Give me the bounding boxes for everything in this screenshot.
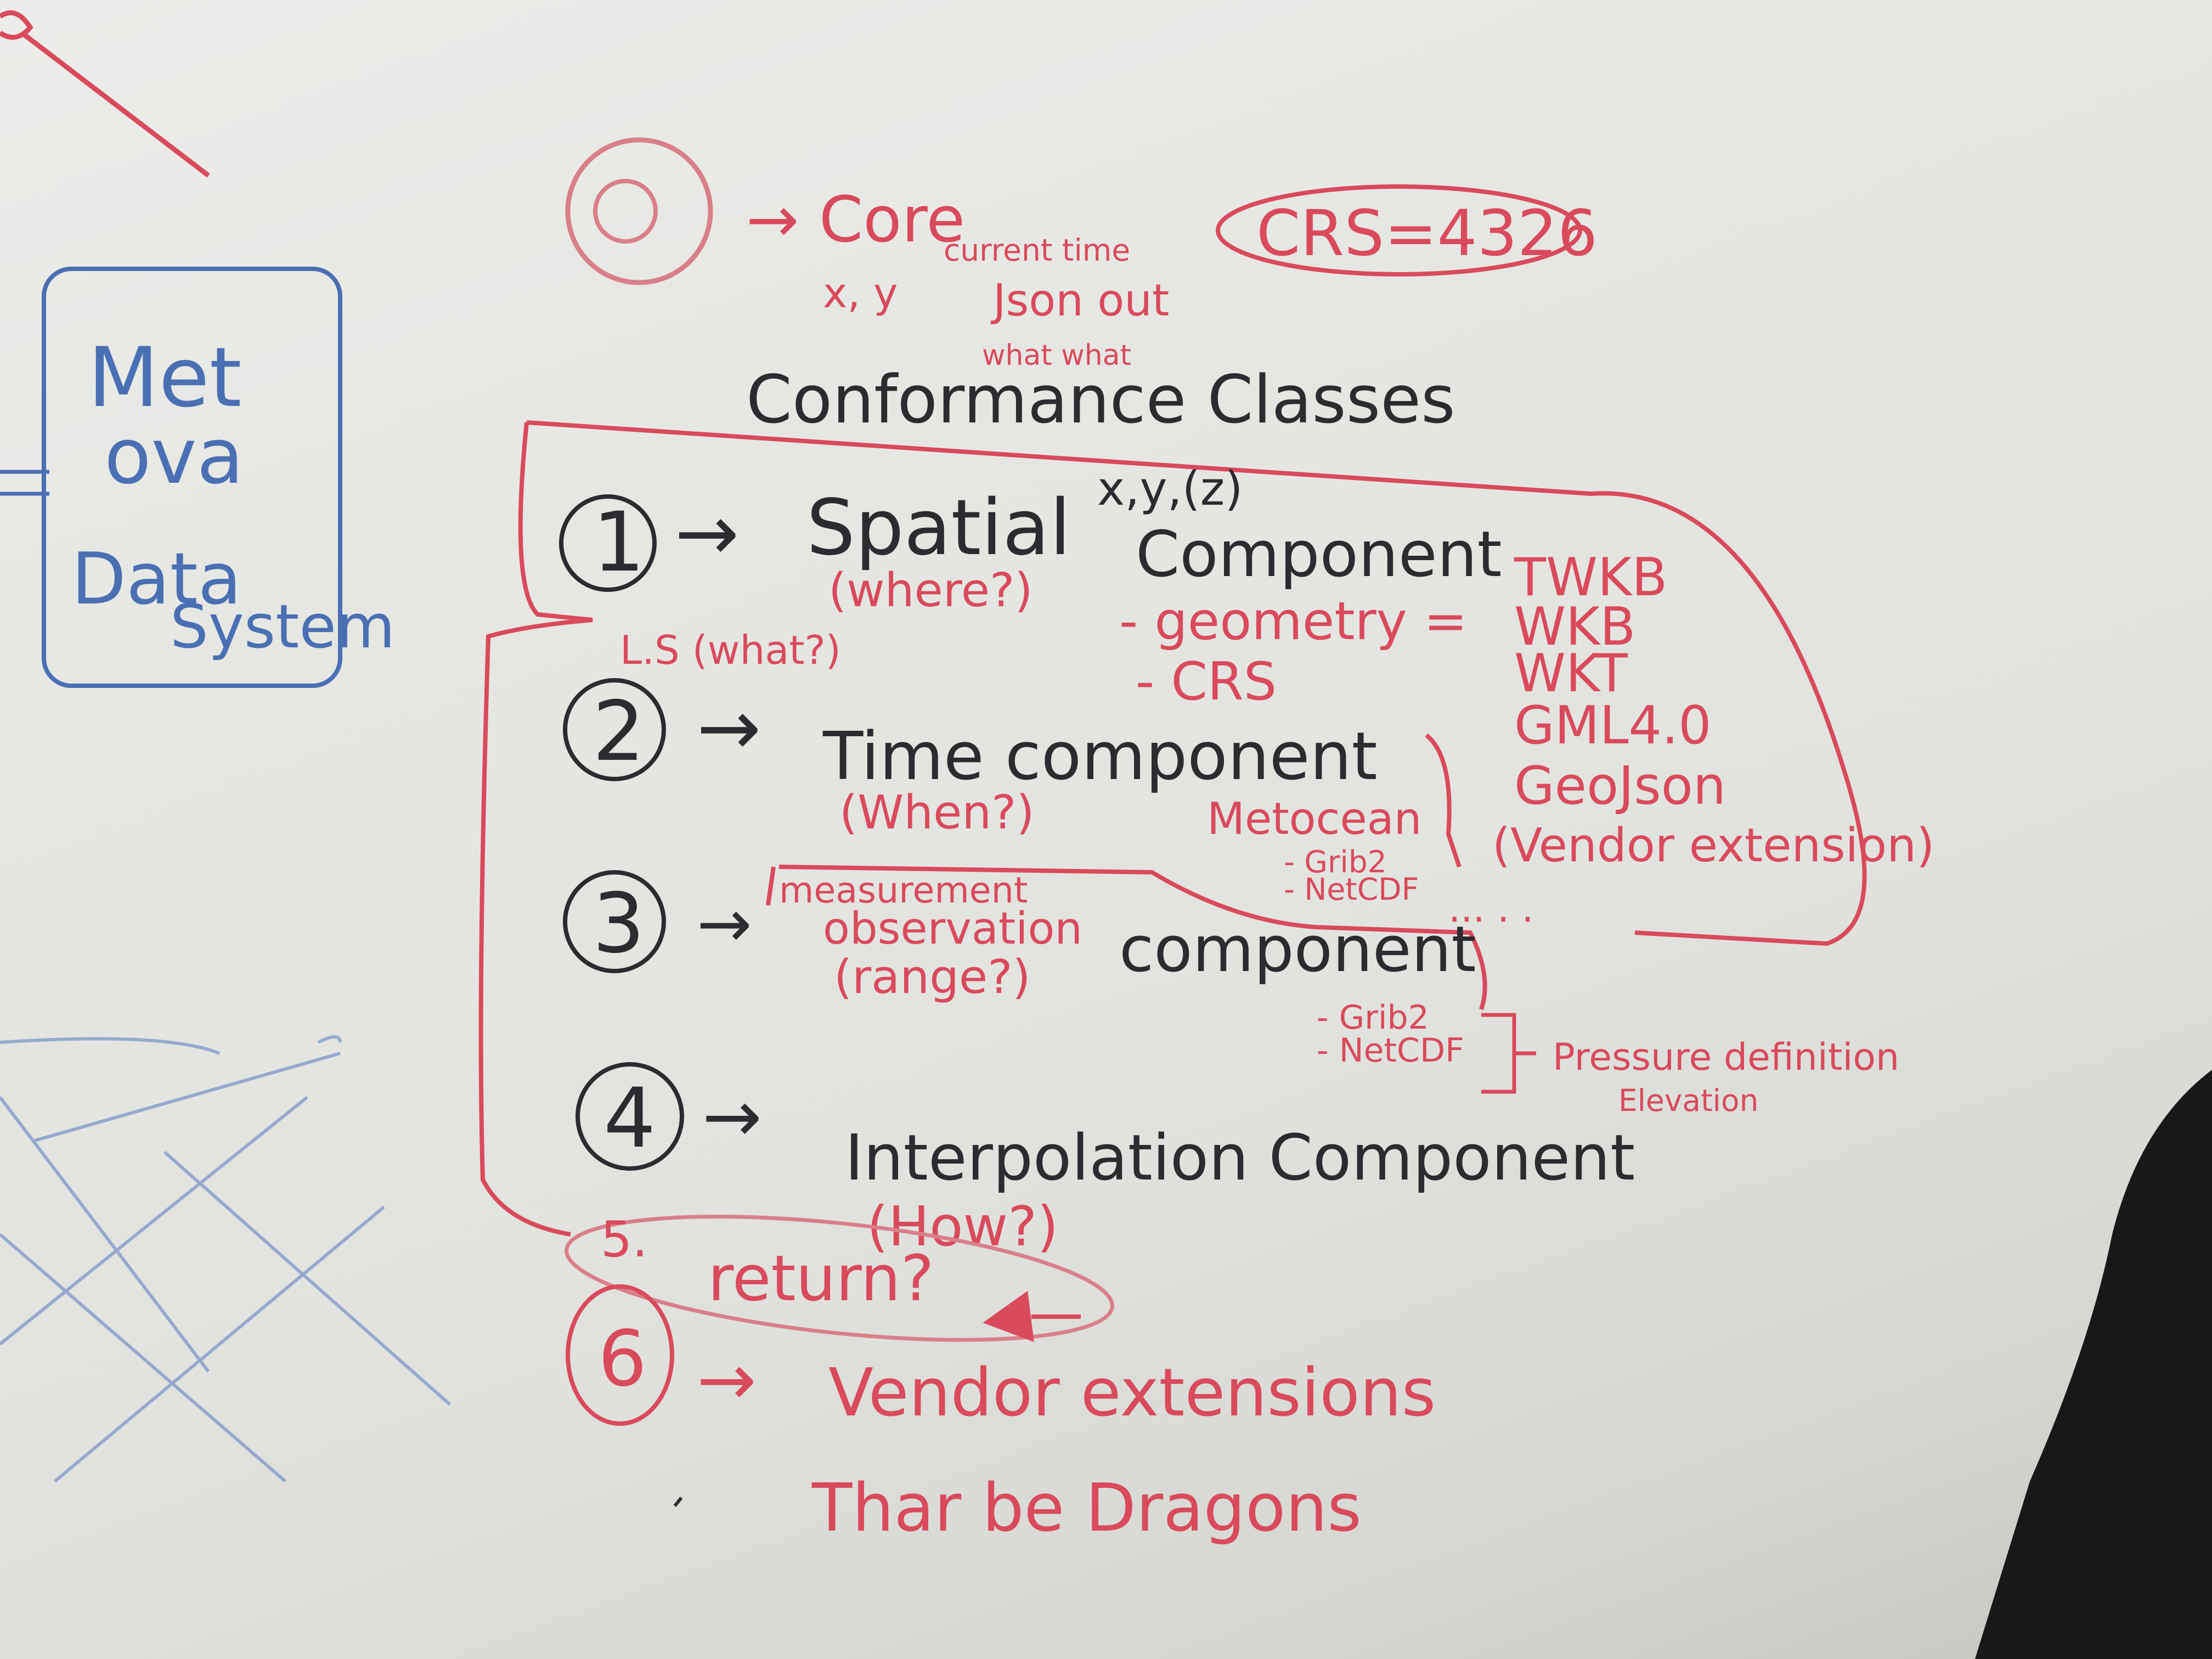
item-5-number: 5. bbox=[601, 1211, 648, 1268]
item-1-xyz: x,y,(z) bbox=[1097, 462, 1243, 516]
format-twkb: TWKB bbox=[1514, 548, 1667, 608]
item-0-circle-outer bbox=[565, 137, 713, 285]
box-line-3: Data bbox=[71, 537, 241, 620]
item-2-netcdf: - NetCDF bbox=[1284, 872, 1419, 907]
blue-sketch-lines bbox=[0, 1035, 451, 1483]
item-3-component: component bbox=[1119, 913, 1476, 986]
item-4-label: Interpolation Component bbox=[845, 1121, 1635, 1195]
item-6-number: 6 bbox=[598, 1314, 647, 1404]
item-3-circle bbox=[563, 870, 666, 973]
item-3-grib2: - Grib2 bbox=[1317, 998, 1429, 1037]
item-2-metocean: Metocean bbox=[1207, 793, 1421, 844]
item-1-question: (where?) bbox=[828, 563, 1033, 618]
item-6: 6 → Vendor extensions Thar be Dragons bbox=[566, 1284, 1436, 1547]
item-1-geometry: - geometry = bbox=[1119, 591, 1468, 652]
item-1-label: Spatial bbox=[806, 483, 1071, 573]
format-wkt: WKT bbox=[1514, 644, 1628, 704]
item-3-elevation-note: Elevation bbox=[1618, 1083, 1758, 1118]
item-3-pressure-note: Pressure definition bbox=[1553, 1036, 1899, 1079]
item-2-circle bbox=[563, 678, 666, 781]
item-1-component: Component bbox=[1136, 518, 1502, 591]
format-wkb: WKB bbox=[1514, 597, 1635, 657]
item-2-number: 2 bbox=[592, 684, 645, 780]
red-group-outlines bbox=[478, 420, 1867, 1237]
dark-object-right-edge bbox=[1975, 1070, 2212, 1659]
item-4-circle bbox=[575, 1062, 684, 1171]
item-4-arrow: → bbox=[702, 1075, 762, 1158]
item-0-json-out: Json out bbox=[990, 275, 1169, 326]
item-4-question: (How?) bbox=[867, 1194, 1058, 1259]
item-3-netcdf: - NetCDF bbox=[1317, 1031, 1464, 1070]
item-6-label: Vendor extensions bbox=[828, 1355, 1436, 1431]
item-3-bracket bbox=[1481, 1013, 1536, 1094]
item-3-question: (range?) bbox=[834, 950, 1031, 1005]
item-2-arrow: → bbox=[697, 684, 761, 773]
item-3-measurement: measurement bbox=[779, 870, 1028, 911]
format-vendor-extension: (Vendor extension) bbox=[1492, 819, 1934, 873]
crs-ellipse bbox=[1216, 184, 1582, 276]
item-3: 3 → measurement observation component (r… bbox=[563, 870, 1899, 1118]
item-0-xy: x, y bbox=[823, 269, 898, 317]
format-geojson: GeoJson bbox=[1514, 756, 1726, 816]
heading-conformance-classes: Conformance Classes bbox=[746, 362, 1455, 438]
item-4: 4 → Interpolation Component (How?) bbox=[575, 1062, 1635, 1259]
item-3-observation: observation bbox=[823, 903, 1082, 954]
box-line-1: Met bbox=[88, 330, 242, 426]
item-2-question: (When?) bbox=[839, 786, 1035, 840]
item-5: 5. return? bbox=[565, 1211, 1114, 1342]
item-3-number: 3 bbox=[592, 876, 645, 972]
item-5-ellipse bbox=[565, 1215, 1114, 1342]
box-line-2: ova bbox=[104, 412, 244, 501]
item-2-grib2: - Grib2 bbox=[1284, 844, 1387, 879]
left-blue-box: Met ova Data System bbox=[0, 267, 395, 688]
item-1: 1 → Spatial x,y,(z) Component (where?) L… bbox=[559, 462, 1934, 873]
item-3-arrow: → bbox=[697, 886, 752, 962]
item-6-ellipse bbox=[566, 1284, 674, 1426]
item-0: → Core current time x, y Json out what w… bbox=[565, 137, 1598, 372]
item-6-arrow: → bbox=[697, 1338, 757, 1421]
item-1-arrow: → bbox=[675, 489, 739, 578]
item-2: 2 → Time component (When?) Metocean - Gr… bbox=[563, 678, 1534, 931]
item-0-what-what: what what bbox=[982, 339, 1131, 372]
item-1-number: 1 bbox=[592, 495, 645, 590]
item-2-label: Time component bbox=[822, 719, 1378, 795]
top-left-red-arrow bbox=[0, 10, 210, 178]
item-5-arrowhead bbox=[983, 1290, 1081, 1342]
item-0-circle-inner bbox=[593, 179, 658, 244]
item-1-crs: - CRS bbox=[1136, 652, 1277, 712]
item-1-subnote: L.S (what?) bbox=[620, 627, 841, 673]
item-4-number: 4 bbox=[603, 1071, 656, 1166]
item-0-current-time: current time bbox=[944, 233, 1130, 268]
item-5-label: return? bbox=[708, 1242, 934, 1316]
box-line-4: System bbox=[170, 591, 395, 662]
stray-mark bbox=[673, 1497, 683, 1507]
crs-text: CRS=4326 bbox=[1256, 197, 1598, 270]
item-1-circle bbox=[559, 494, 657, 592]
format-gml: GML4.0 bbox=[1514, 696, 1712, 756]
item-2-dots: ... . . bbox=[1448, 886, 1534, 931]
item-0-label: → Core bbox=[746, 183, 965, 257]
item-6-footer: Thar be Dragons bbox=[811, 1470, 1362, 1547]
